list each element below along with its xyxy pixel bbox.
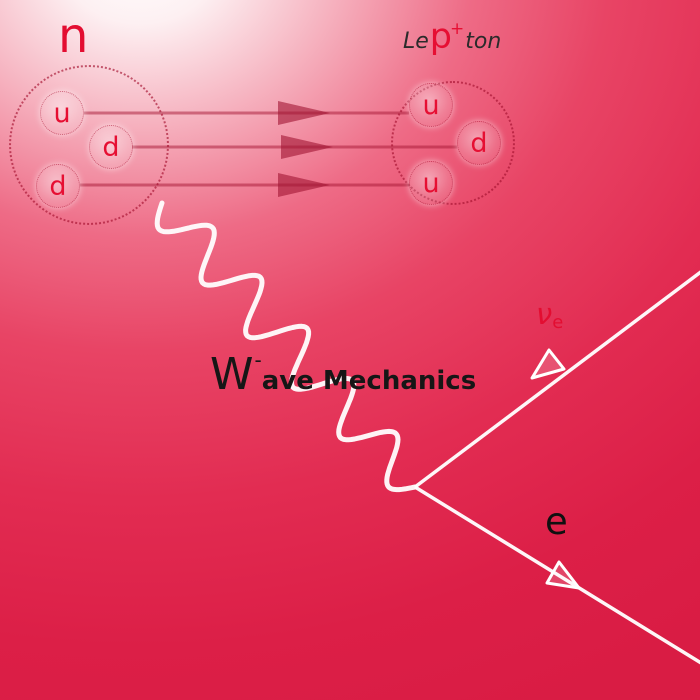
proton-label: Lep+ton xyxy=(403,20,501,55)
neutrino-label-sub: e xyxy=(552,312,564,333)
neutron-quark-d2: d xyxy=(36,164,80,208)
proton-label-charge: + xyxy=(450,19,465,39)
proton-dotted-circle xyxy=(391,81,515,205)
proton-quark-u2-label: u xyxy=(422,167,440,199)
proton-quark-d-label: d xyxy=(470,127,488,159)
neutron-quark-d2-label: d xyxy=(49,170,67,202)
quark-arrow-middle-icon xyxy=(281,135,333,159)
proton-label-post: ton xyxy=(465,29,502,54)
neutrino-label-nu: ν xyxy=(536,297,553,331)
proton-label-pre: Le xyxy=(403,29,429,54)
neutron-quark-d1: d xyxy=(89,125,133,169)
quark-arrow-bottom-icon xyxy=(278,173,330,197)
proton-quark-u1-label: u xyxy=(422,89,440,121)
quark-arrow-top-icon xyxy=(278,101,330,125)
w-boson-wave xyxy=(154,200,418,493)
boson-label-w: W xyxy=(210,349,254,400)
proton-quark-u1: u xyxy=(409,83,453,127)
boson-label-rest: ave Mechanics xyxy=(261,366,477,396)
neutron-label: n xyxy=(58,8,89,64)
neutron-dotted-circle xyxy=(9,65,169,225)
electron-arrow-icon xyxy=(545,560,581,590)
boson-label: W-ave Mechanics xyxy=(210,350,476,397)
boson-label-charge: - xyxy=(254,348,262,372)
neutron-quark-u-label: u xyxy=(53,97,71,129)
neutron-quark-d1-label: d xyxy=(102,131,120,163)
proton-quark-u2: u xyxy=(409,161,453,205)
proton-label-p: p xyxy=(429,17,453,57)
proton-quark-d: d xyxy=(457,121,501,165)
neutron-quark-u: u xyxy=(40,91,84,135)
electron-label: e xyxy=(545,500,568,543)
neutrino-label: νe xyxy=(536,300,563,332)
neutrino-arrow-icon xyxy=(530,348,566,380)
